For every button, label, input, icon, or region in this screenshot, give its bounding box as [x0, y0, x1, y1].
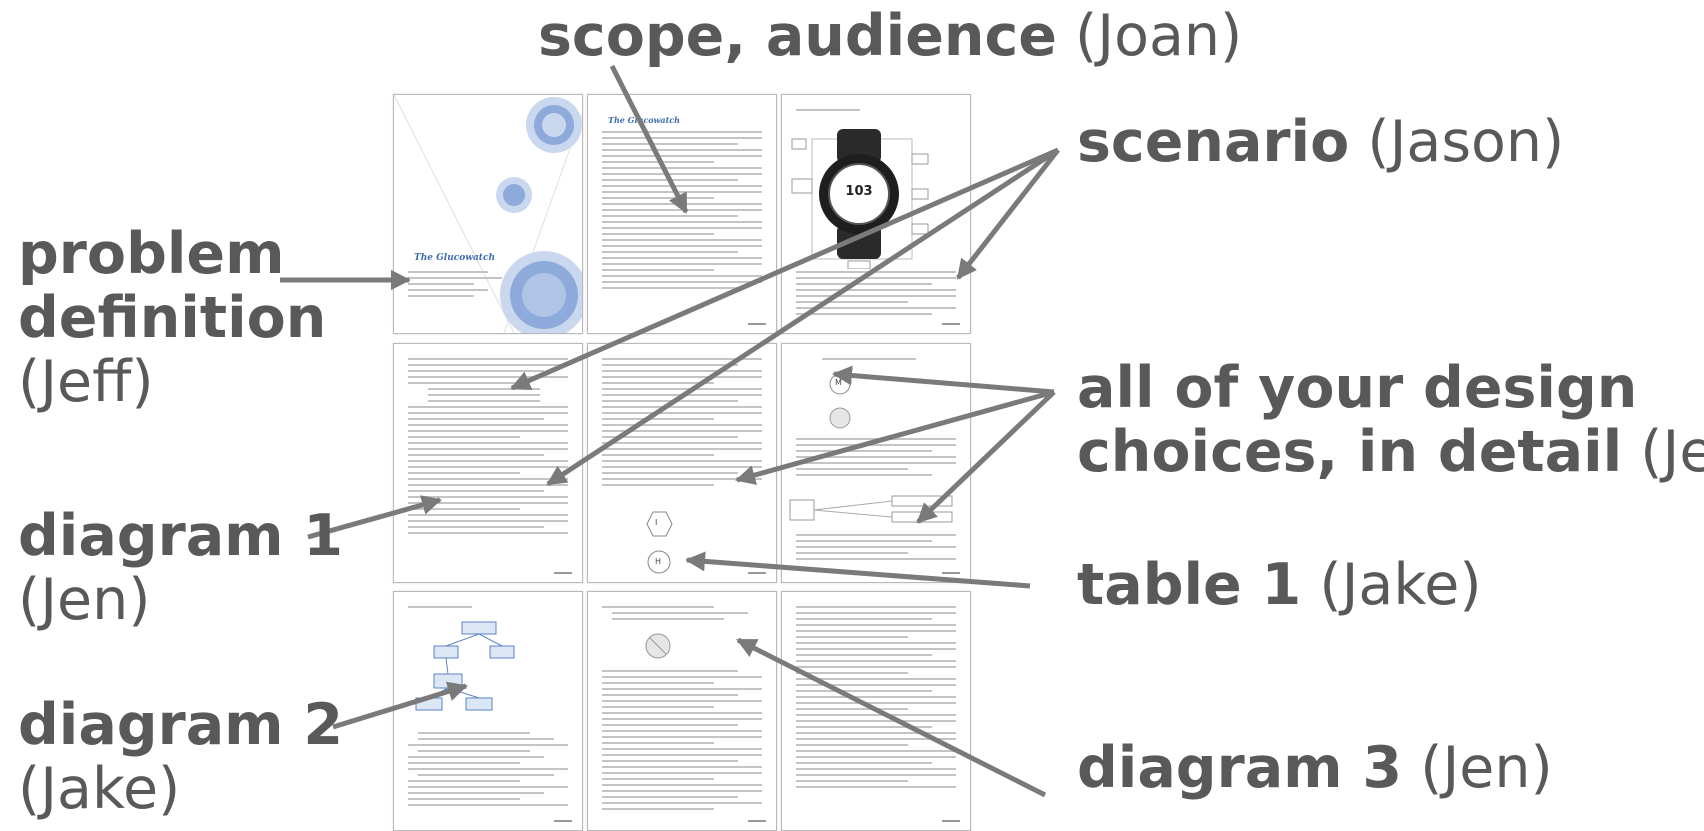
page6-symbols: [829, 373, 851, 429]
page-9: [781, 591, 971, 831]
circle-letter-i: I: [655, 518, 658, 527]
label-scenario: scenario (Jason): [1077, 109, 1565, 175]
page6-table-art: [789, 495, 953, 523]
watch-diagram: [791, 129, 929, 269]
page-8: [587, 591, 777, 831]
circle-letter-h: H: [655, 557, 662, 566]
page2-title: The Glucowatch: [608, 115, 680, 125]
label-diagram-3: diagram 3 (Jen): [1077, 735, 1553, 801]
page-3-watch: 103: [781, 94, 971, 334]
page-cover: The Glucowatch: [393, 94, 583, 334]
page-7-map: [393, 591, 583, 831]
cover-title: The Glucowatch: [414, 253, 495, 263]
circle-letter-m: M: [835, 378, 842, 387]
label-design-choices: all of your design choices, in detail (J…: [1077, 355, 1704, 485]
page5-symbols: [646, 511, 673, 574]
label-diagram-2: diagram 2 (Jake): [18, 692, 344, 822]
arrow-scenario-3: [956, 148, 1060, 280]
page-5: I H: [587, 343, 777, 583]
page-4: [393, 343, 583, 583]
label-table-1: table 1 (Jake): [1077, 552, 1482, 618]
watch-reading: 103: [845, 184, 873, 199]
label-problem-definition: problem definition (Jeff): [18, 221, 327, 415]
map-diagram: [415, 621, 515, 711]
page-6: M: [781, 343, 971, 583]
label-diagram-1: diagram 1 (Jen): [18, 503, 344, 633]
page8-symbol: [645, 633, 671, 659]
label-scope: scope, audience (Joan): [538, 3, 1243, 69]
page-2: The Glucowatch: [587, 94, 777, 334]
